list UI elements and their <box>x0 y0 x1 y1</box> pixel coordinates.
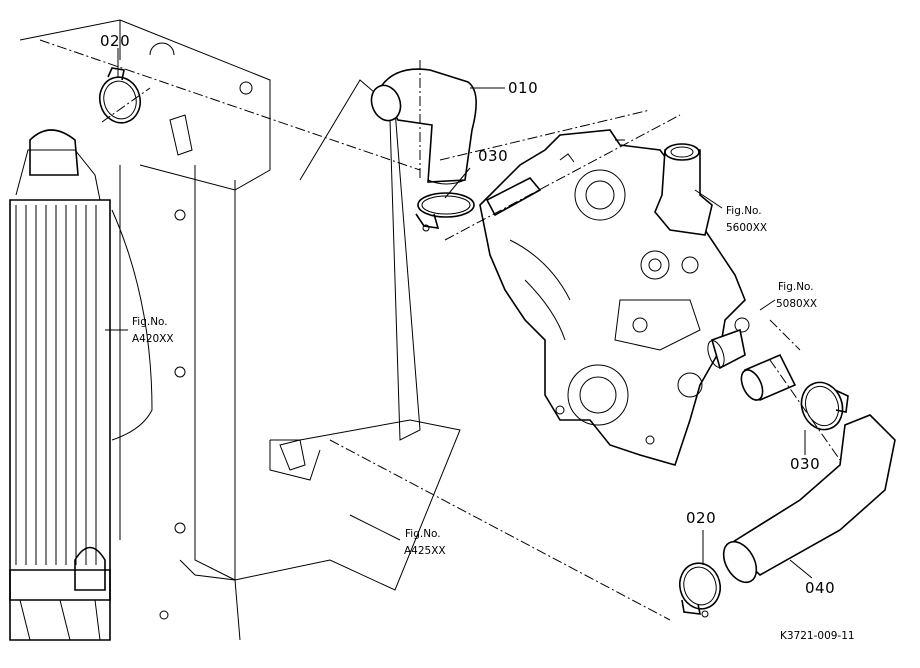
part-label-030-bottom: 030 <box>790 455 820 473</box>
ref-5080-title: Fig.No. <box>778 281 814 293</box>
ref-A420-code: A420XX <box>132 333 174 345</box>
ref-A425-title: Fig.No. <box>405 528 441 540</box>
fan-shroud <box>19 19 461 641</box>
ref-A420-title: Fig.No. <box>132 316 168 328</box>
hose-clamp-upper-hose <box>415 192 475 232</box>
thermostat-housing <box>654 143 713 236</box>
engine-front-cover <box>479 129 750 466</box>
water-pipe <box>707 328 797 402</box>
drawing-code: K3721-009-11 <box>780 630 855 642</box>
assembly-lines <box>39 39 841 621</box>
ref-5600-code: 5600XX <box>726 222 767 234</box>
part-label-040: 040 <box>805 579 835 597</box>
ref-5080-code: 5080XX <box>776 298 817 310</box>
hose-clamp-lower-left <box>678 562 722 618</box>
hose-clamp-lower-right <box>800 381 849 431</box>
ref-A425-code: A425XX <box>404 545 446 557</box>
hose-clamp-top <box>98 67 142 124</box>
part-label-030-top: 030 <box>478 147 508 165</box>
leader-lines <box>105 48 813 579</box>
radiator <box>9 129 153 641</box>
lower-radiator-hose <box>722 414 896 584</box>
ref-5600-title: Fig.No. <box>726 205 762 217</box>
upper-radiator-hose <box>370 68 477 185</box>
part-label-010: 010 <box>508 79 538 97</box>
part-label-020-top: 020 <box>100 32 130 50</box>
part-label-020-bottom: 020 <box>686 509 716 527</box>
